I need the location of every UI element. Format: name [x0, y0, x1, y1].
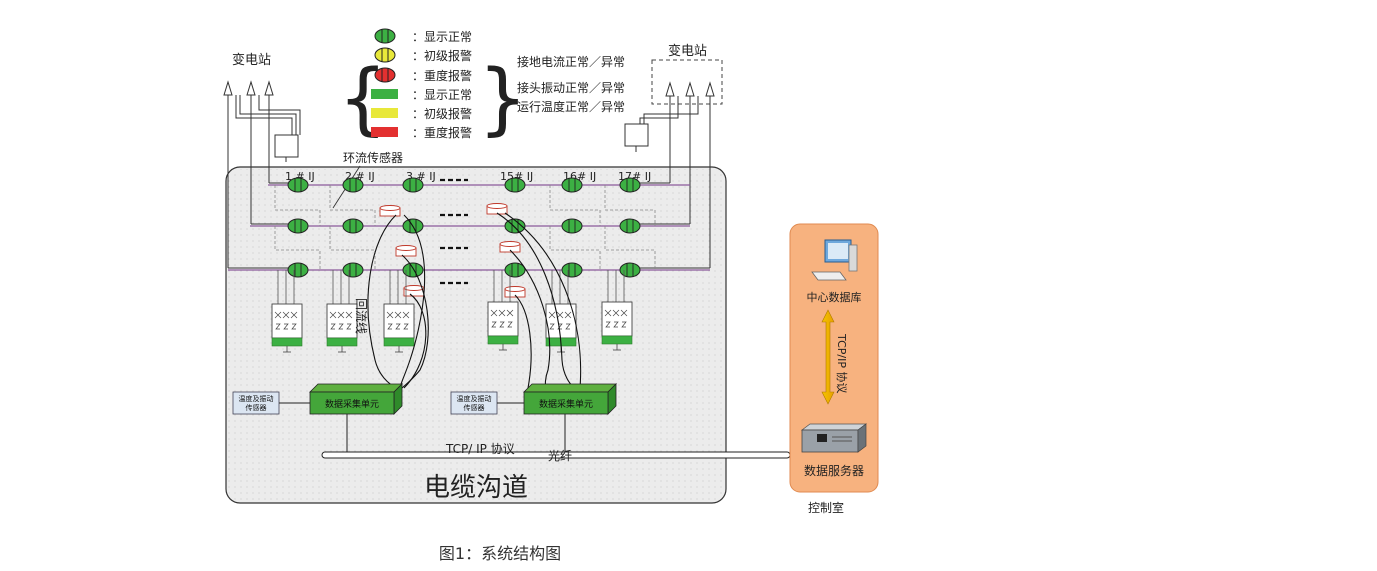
grounding-box-6 — [601, 270, 633, 351]
temp-vib-sensor-2: 温度及振动 传感器 — [450, 391, 524, 415]
joint-marker-6-1 — [619, 177, 641, 193]
cross-bonding-wires — [274, 185, 656, 270]
tcpip-vertical-label: TCP/IP 协议 — [835, 333, 849, 393]
joint-marker-5-3 — [561, 262, 583, 278]
daq-unit-2-label: 数据采集单元 — [539, 398, 593, 410]
temp-vib-sensor-1: 温度及振动 传感器 — [232, 391, 310, 415]
substation-right-label: 变电站 — [668, 43, 707, 59]
joint-marker-6-3 — [619, 262, 641, 278]
legend: { } ：显示正常 ：初级报警 ：重度报警 ：显示正常 ：初级报警 ：重度报警 — [338, 28, 625, 144]
daq-unit-1-label: 数据采集单元 — [325, 398, 379, 410]
control-room: 中心数据库 TCP/IP 协议 数据服务器 — [789, 223, 879, 493]
data-server-label: 数据服务器 — [804, 463, 864, 478]
svg-text:温度及振动: 温度及振动 — [239, 394, 274, 403]
joint-marker-1-3 — [287, 262, 309, 278]
legend-label: ：显示正常 — [412, 30, 472, 44]
joint-marker-2-1 — [342, 177, 364, 193]
legend-item-ellipse-green: ：显示正常 — [374, 28, 472, 44]
legend-label: ：初级报警 — [412, 48, 472, 63]
grounding-box-1 — [271, 270, 303, 353]
sensor-label: 环流传感器 — [343, 150, 403, 165]
legend-label: ：显示正常 — [412, 88, 472, 102]
legend-meaning-grounding: 接地电流正常／异常 — [517, 54, 625, 69]
joint-marker-5-1 — [561, 177, 583, 193]
joint-marker-3-1 — [402, 177, 424, 193]
substation-right: 变电站 — [624, 43, 723, 269]
joint-markers — [287, 177, 641, 278]
current-sensor-3 — [403, 285, 425, 297]
joint-marker-1-2 — [287, 218, 309, 234]
legend-label: ：初级报警 — [412, 106, 472, 121]
joint-marker-4-3 — [504, 262, 526, 278]
current-sensor-2 — [395, 245, 417, 257]
legend-label: ：重度报警 — [412, 68, 472, 83]
daq-unit-2: 数据采集单元 — [523, 383, 617, 415]
server-icon — [800, 423, 868, 453]
figure-caption: 图1：系统结构图 — [438, 544, 562, 563]
cable-tunnel-label: 电缆沟道 — [424, 473, 528, 503]
tcpip-bottom-label: TCP/ IP 协议 — [445, 441, 515, 456]
substation-left: 变电站 — [223, 52, 301, 269]
current-sensor-4 — [486, 203, 508, 215]
grounding-boxes — [271, 270, 633, 353]
joint-marker-4-1 — [504, 177, 526, 193]
grounding-box-3 — [383, 270, 415, 353]
signal-wires — [367, 212, 582, 389]
fiber-label: 光纤 — [548, 449, 572, 463]
fiber-line: TCP/ IP 协议 光纤 — [321, 414, 820, 463]
legend-item-ellipse-red: ：重度报警 — [374, 67, 472, 83]
joint-marker-6-2 — [619, 218, 641, 234]
joint-marker-3-3 — [402, 262, 424, 278]
legend-item-rect-yellow: ：初级报警 — [371, 106, 472, 121]
control-room-label: 控制室 — [808, 500, 844, 515]
svg-text:传感器: 传感器 — [464, 403, 485, 412]
svg-text:温度及振动: 温度及振动 — [457, 394, 492, 403]
grounding-box-2 — [326, 270, 358, 353]
joint-marker-2-2 — [342, 218, 364, 234]
joint-marker-2-3 — [342, 262, 364, 278]
ellipsis-dashes — [440, 178, 468, 285]
return-line-label: 回流线 — [354, 298, 368, 334]
legend-item-ellipse-yellow: ：初级报警 — [374, 47, 472, 63]
joint-marker-1-1 — [287, 177, 309, 193]
center-db-label: 中心数据库 — [807, 290, 862, 304]
legend-item-rect-red: ：重度报警 — [371, 125, 472, 140]
legend-item-rect-green: ：显示正常 — [371, 88, 472, 102]
current-sensor-5 — [499, 241, 521, 253]
current-sensor-1 — [379, 205, 401, 217]
computer-icon — [811, 239, 858, 281]
legend-meaning-temperature: 运行温度正常／异常 — [517, 99, 625, 114]
grounding-box-4 — [487, 270, 519, 351]
substation-left-label: 变电站 — [232, 52, 271, 68]
joint-marker-5-2 — [561, 218, 583, 234]
double-arrow-icon — [821, 309, 835, 405]
legend-meaning-vibration: 接头振动正常／异常 — [517, 80, 625, 95]
daq-unit-1: 数据采集单元 — [309, 383, 403, 415]
legend-right-brace: } — [478, 54, 528, 144]
svg-text:传感器: 传感器 — [246, 403, 267, 412]
legend-label: ：重度报警 — [412, 125, 472, 140]
